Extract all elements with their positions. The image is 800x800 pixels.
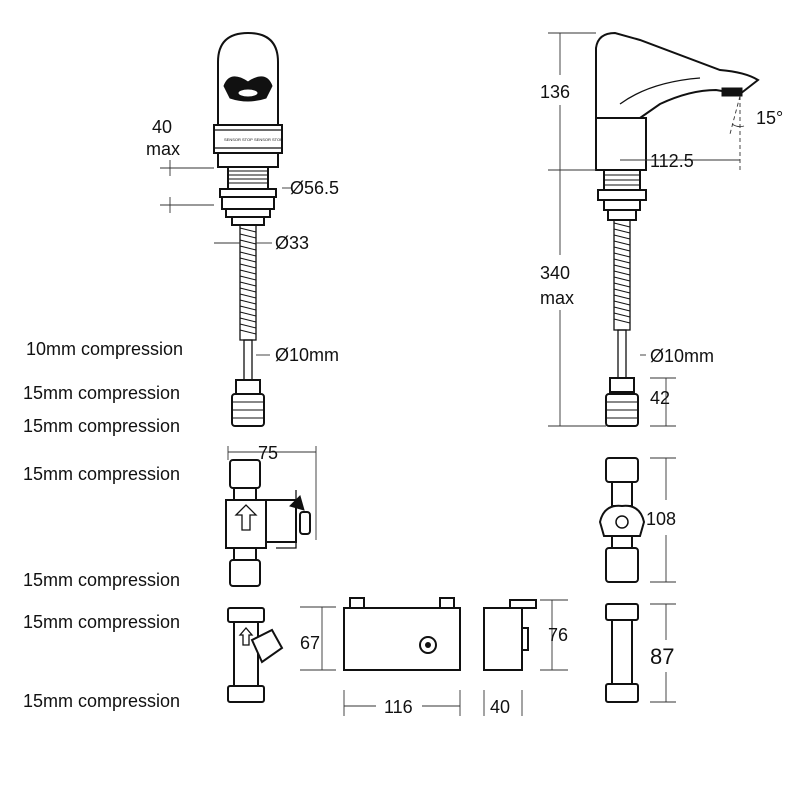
valve-width-dimension xyxy=(227,446,317,540)
dim-connector-len: 42 xyxy=(650,388,670,408)
tap-marking-left: SENSOR STOP xyxy=(224,137,253,142)
dim-valve-width: 75 xyxy=(258,443,278,463)
label-15mm-compression-1: 15mm compression xyxy=(23,383,180,403)
dim-box-depth: 40 xyxy=(490,697,510,717)
dim-shank-dia: Ø33 xyxy=(275,233,309,253)
box-dimensions xyxy=(300,599,568,716)
right-dimension-lines xyxy=(548,32,745,427)
dim-box-width: 116 xyxy=(384,697,413,717)
valve-height-dimension xyxy=(650,457,676,583)
label-15mm-compression-2: 15mm compression xyxy=(23,416,180,436)
dim-spout-height: 136 xyxy=(540,82,570,102)
dim-box-side-height: 76 xyxy=(548,625,568,645)
dim-hose-length: 340 xyxy=(540,263,570,283)
dim-hose-length-suffix: max xyxy=(540,288,574,308)
dim-box-height: 67 xyxy=(300,633,320,653)
solenoid-valve-side xyxy=(598,457,646,583)
dim-hose-dia-right: Ø10mm xyxy=(650,346,714,366)
label-15mm-compression-3: 15mm compression xyxy=(23,464,180,484)
tap-front-view: SENSOR STOP SENSOR STOP xyxy=(213,31,283,427)
tap-side-view xyxy=(595,31,760,427)
dim-filter-height: 87 xyxy=(650,644,674,669)
left-dimension-lines xyxy=(160,160,292,356)
dim-hose-dia-left: Ø10mm xyxy=(275,345,339,365)
filter-front xyxy=(227,607,284,703)
dim-valve-height: 108 xyxy=(646,509,676,529)
control-box-side xyxy=(483,599,537,671)
filter-height-dimension xyxy=(650,603,676,703)
dim-reach: 112.5 xyxy=(650,151,694,171)
tap-marking-right: SENSOR STOP xyxy=(254,137,283,142)
dim-base-height-suffix: max xyxy=(146,139,180,159)
dim-angle: 15° xyxy=(756,108,783,128)
dim-body-dia: Ø56.5 xyxy=(290,178,339,198)
label-15mm-compression-4: 15mm compression xyxy=(23,570,180,590)
solenoid-valve-front xyxy=(225,459,311,587)
label-15mm-compression-5: 15mm compression xyxy=(23,612,180,632)
control-box-front xyxy=(343,597,461,671)
filter-side xyxy=(605,603,639,703)
label-10mm-compression: 10mm compression xyxy=(26,339,183,359)
dim-base-height: 40 xyxy=(152,117,172,137)
label-15mm-compression-6: 15mm compression xyxy=(23,691,180,711)
